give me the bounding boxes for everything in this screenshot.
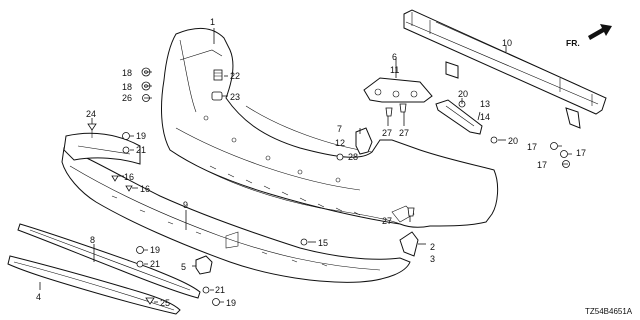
callout-21b: 21 [150, 259, 160, 269]
callout-20a: 20 [458, 89, 468, 99]
callout-3: 3 [430, 254, 435, 264]
callout-19a: 19 [136, 131, 146, 141]
clip-icon [136, 260, 144, 268]
screw-icon [136, 246, 144, 254]
callout-7: 7 [337, 124, 342, 134]
callout-24: 24 [86, 109, 96, 119]
fasteners [87, 67, 570, 306]
callout-28: 28 [348, 152, 358, 162]
callout-23: 23 [230, 92, 240, 102]
callout-25: 25 [160, 298, 170, 308]
left-lower-garnish [63, 132, 141, 165]
callout-27b: 27 [399, 128, 409, 138]
reflector [399, 231, 419, 257]
clip-icon [300, 238, 308, 246]
callout-21a: 21 [136, 145, 146, 155]
nut-icon [490, 136, 498, 144]
callout-21c: 21 [215, 285, 225, 295]
callout-17a: 17 [527, 142, 537, 152]
bumper-side-bracket-right [363, 77, 433, 103]
callout-13: 13 [480, 99, 490, 109]
bumper-reinforcement-beam [403, 9, 607, 129]
spacer [355, 127, 373, 155]
clip-icon [211, 91, 223, 101]
callout-18a: 18 [122, 68, 132, 78]
callout-27a: 27 [382, 128, 392, 138]
clip-icon [122, 146, 130, 154]
leader-lines [39, 28, 572, 303]
callout-1: 1 [210, 17, 215, 27]
bolt-icon [550, 142, 558, 150]
callout-19c: 19 [226, 298, 236, 308]
lower-skirt [61, 147, 411, 283]
clip-icon [407, 207, 415, 217]
callout-2: 2 [430, 242, 435, 252]
screw-icon [212, 298, 220, 306]
clip-icon [385, 107, 393, 117]
bumper-side-bracket-lower [435, 99, 483, 135]
callout-9: 9 [183, 200, 188, 210]
callout-labels: 1 2 3 4 5 6 7 8 9 10 11 12 13 14 15 16 1… [36, 17, 586, 308]
diagram-code: TZ54B4651A [585, 307, 633, 316]
callout-19b: 19 [150, 245, 160, 255]
garnish-strip [17, 223, 201, 299]
bolt-icon [560, 150, 568, 158]
clip-icon [336, 153, 344, 161]
callout-10: 10 [502, 38, 512, 48]
callout-18b: 18 [122, 82, 132, 92]
callout-17b: 17 [576, 148, 586, 158]
direction-label: FR. [566, 38, 580, 48]
callout-15: 15 [318, 238, 328, 248]
callout-14: 14 [480, 112, 490, 122]
clip-icon [213, 69, 223, 81]
callout-6: 6 [392, 52, 397, 62]
clip-icon [399, 103, 407, 113]
screw-icon [111, 175, 119, 182]
callout-26: 26 [122, 93, 132, 103]
callout-16b: 16 [140, 184, 150, 194]
callout-4: 4 [36, 292, 41, 302]
callout-11: 11 [390, 65, 399, 75]
callout-5: 5 [181, 262, 186, 272]
callout-16a: 16 [124, 172, 134, 182]
screw-icon [145, 297, 155, 305]
screw-icon [125, 185, 133, 192]
screw-icon [122, 132, 130, 140]
callout-12: 12 [335, 138, 345, 148]
clip-icon [202, 286, 210, 294]
front-direction-arrow: FR. [566, 24, 612, 48]
tow-hook-cap [195, 255, 213, 275]
callout-27c: 27 [382, 216, 392, 226]
callout-8: 8 [90, 235, 95, 245]
bumper-cover [161, 28, 499, 228]
callout-20b: 20 [508, 136, 518, 146]
lower-protector [7, 255, 181, 315]
callout-17c: 17 [537, 160, 547, 170]
callout-22: 22 [230, 71, 240, 81]
